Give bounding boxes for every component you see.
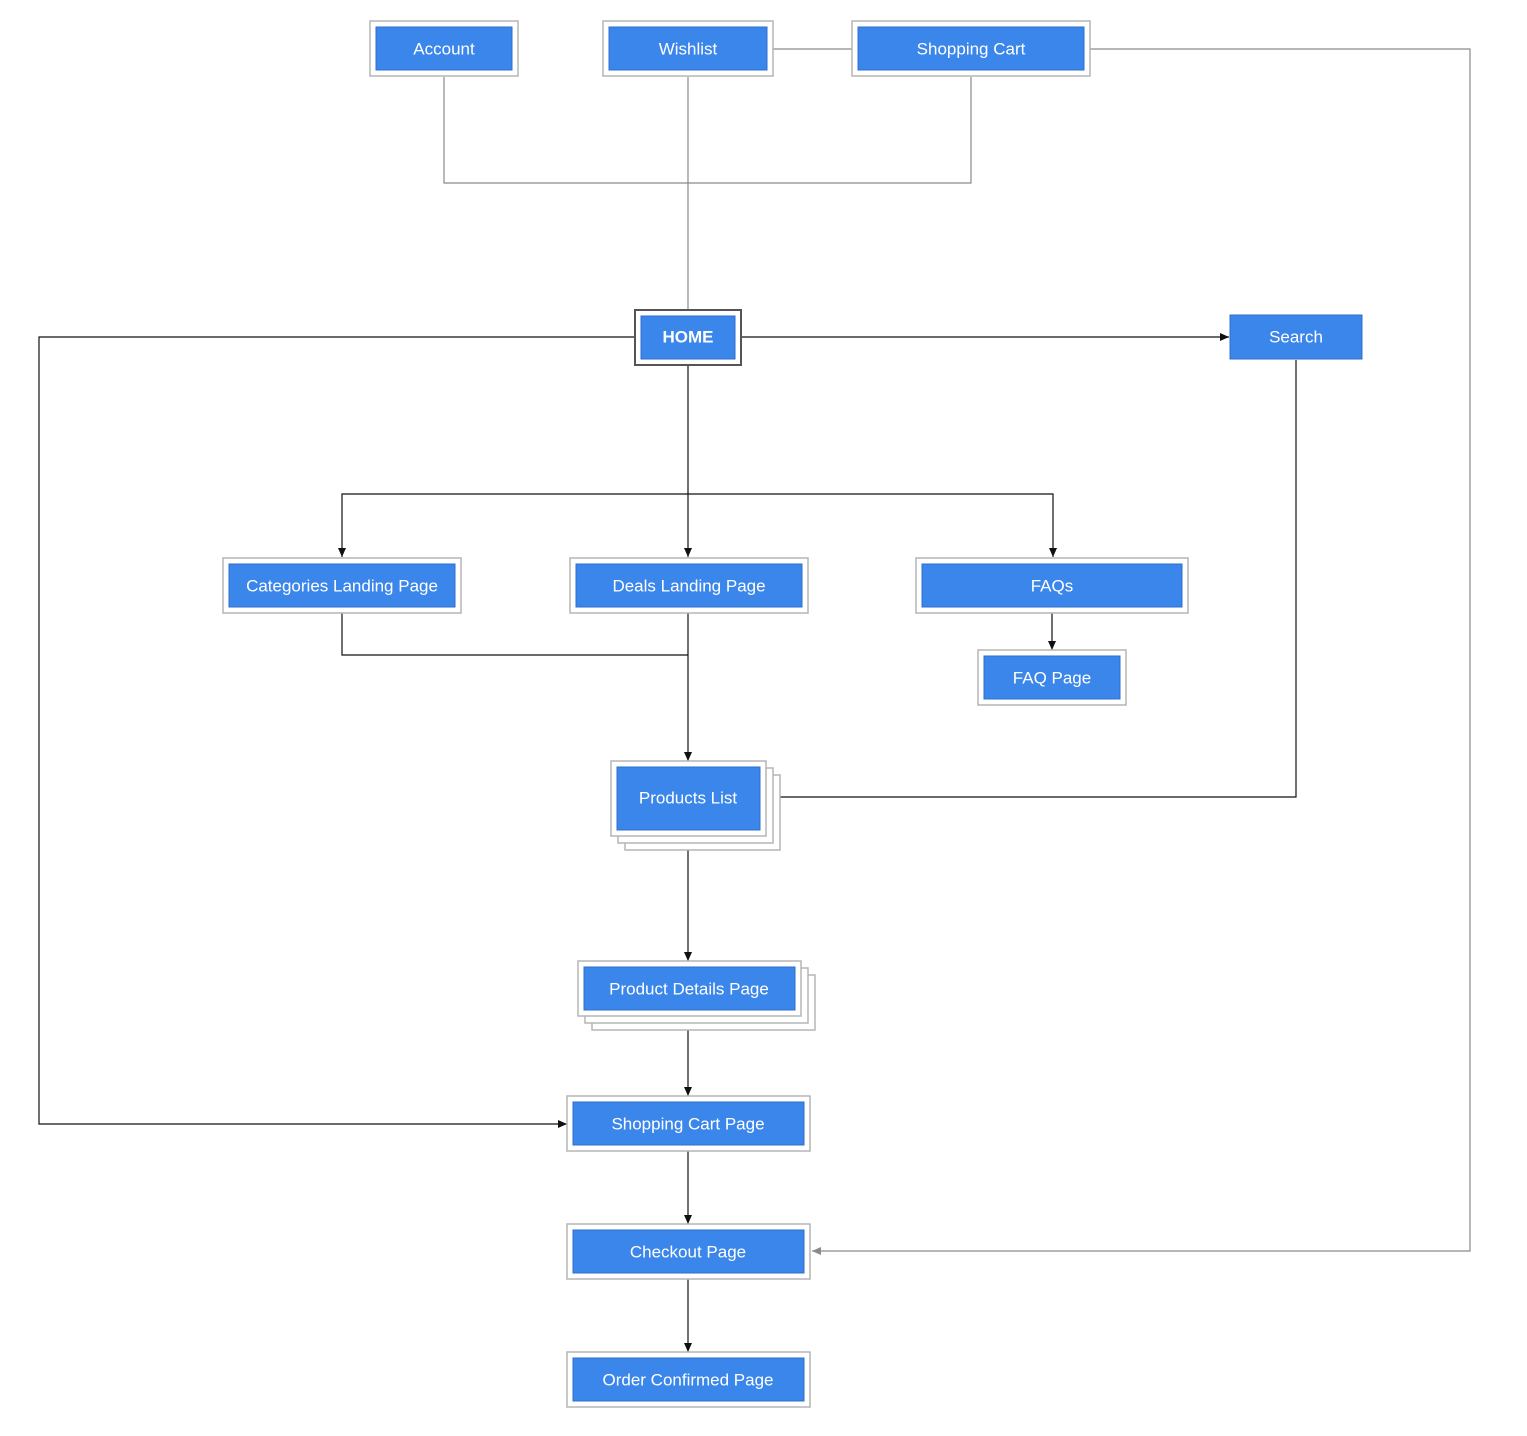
edge-shopping-cart-checkout xyxy=(812,48,1471,1255)
node-search-label: Search xyxy=(1269,328,1323,347)
edge-home-shopping-cart-page xyxy=(38,336,635,1128)
node-deals-landing: Deals Landing Page xyxy=(569,557,809,614)
node-account-label: Account xyxy=(413,40,475,59)
edge-home-categories xyxy=(338,493,688,557)
node-product-details: Product Details Page xyxy=(577,960,816,1031)
edge-categories-products-list xyxy=(341,613,688,656)
node-products-list: Products List xyxy=(610,760,781,851)
node-wishlist: Wishlist xyxy=(602,20,774,77)
node-faq-page-label: FAQ Page xyxy=(1013,669,1091,688)
node-faq-page: FAQ Page xyxy=(977,649,1127,706)
node-checkout-page-label: Checkout Page xyxy=(630,1243,746,1262)
node-wishlist-label: Wishlist xyxy=(659,40,718,59)
node-shopping-cart-page: Shopping Cart Page xyxy=(566,1095,811,1152)
node-search: Search xyxy=(1229,314,1363,360)
node-product-details-label: Product Details Page xyxy=(609,980,769,999)
node-faqs-label: FAQs xyxy=(1031,577,1074,596)
node-categories-landing-label: Categories Landing Page xyxy=(246,577,438,596)
node-faqs: FAQs xyxy=(915,557,1189,614)
node-shopping-cart-label: Shopping Cart xyxy=(917,40,1026,59)
edge-home-faqs xyxy=(688,493,1057,557)
node-home: HOME xyxy=(634,309,742,366)
node-home-label: HOME xyxy=(663,328,714,347)
node-products-list-label: Products List xyxy=(639,789,738,808)
node-account: Account xyxy=(369,20,519,77)
node-checkout-page: Checkout Page xyxy=(566,1223,811,1280)
edge-account-bus xyxy=(443,77,972,184)
node-shopping-cart: Shopping Cart xyxy=(851,20,1091,77)
edges xyxy=(38,48,1471,1352)
node-deals-landing-label: Deals Landing Page xyxy=(612,577,765,596)
edge-search-products-list xyxy=(767,360,1297,801)
node-categories-landing: Categories Landing Page xyxy=(222,557,462,614)
node-shopping-cart-page-label: Shopping Cart Page xyxy=(611,1115,764,1134)
node-order-confirmed: Order Confirmed Page xyxy=(566,1351,811,1408)
node-order-confirmed-label: Order Confirmed Page xyxy=(602,1371,773,1390)
